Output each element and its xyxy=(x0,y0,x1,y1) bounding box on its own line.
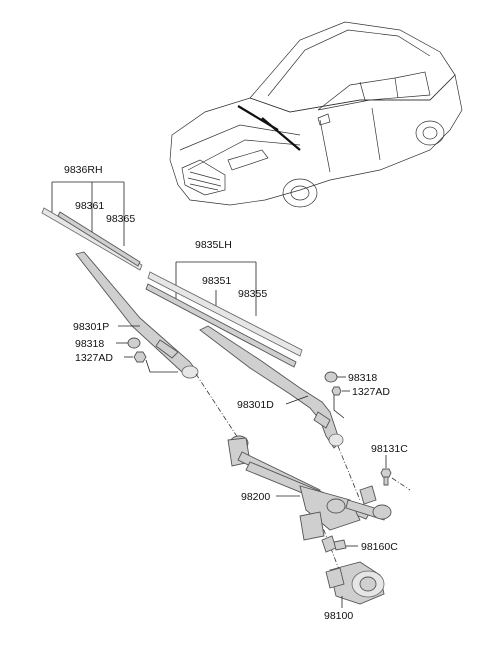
wiper-motor xyxy=(325,561,385,605)
label-98318-lh: 98318 xyxy=(348,372,377,384)
rh-assembly-line xyxy=(195,373,239,439)
bolt-assembly-line xyxy=(391,477,411,491)
rh-arm-nut xyxy=(133,351,147,363)
lh-arm-nut xyxy=(331,386,342,396)
label-98131c: 98131C xyxy=(371,443,408,455)
rh-wiper-blade xyxy=(41,207,143,271)
rh-wiper-arm xyxy=(75,251,199,379)
motor-bracket xyxy=(321,535,347,553)
lh-wiper-arm xyxy=(199,325,344,449)
label-98160c: 98160C xyxy=(361,541,398,553)
label-1327ad-lh: 1327AD xyxy=(352,386,390,398)
label-98361: 98361 xyxy=(75,200,104,212)
rh-blade-leader-lines xyxy=(51,181,125,246)
label-9835lh: 9835LH xyxy=(195,239,232,251)
label-98318-rh: 98318 xyxy=(75,338,104,350)
rh-arm-cap xyxy=(127,337,141,349)
vehicle-illustration xyxy=(169,21,463,208)
label-9836rh: 9836RH xyxy=(64,164,103,176)
label-98365: 98365 xyxy=(106,213,135,225)
lh-assembly-line xyxy=(337,445,361,501)
label-98351: 98351 xyxy=(202,275,231,287)
leader-98301d xyxy=(285,395,309,405)
label-98200: 98200 xyxy=(241,491,270,503)
label-98100: 98100 xyxy=(324,610,353,622)
lh-wiper-blade xyxy=(145,271,303,368)
lh-blade-leader-lines xyxy=(175,261,257,316)
label-98301p: 98301P xyxy=(73,321,109,333)
label-98301d: 98301D xyxy=(237,399,274,411)
mounting-bolt xyxy=(380,468,392,486)
label-98355: 98355 xyxy=(238,288,267,300)
lh-arm-cap xyxy=(324,371,338,383)
label-1327ad-rh: 1327AD xyxy=(75,352,113,364)
wiper-linkage-assembly xyxy=(227,435,392,541)
